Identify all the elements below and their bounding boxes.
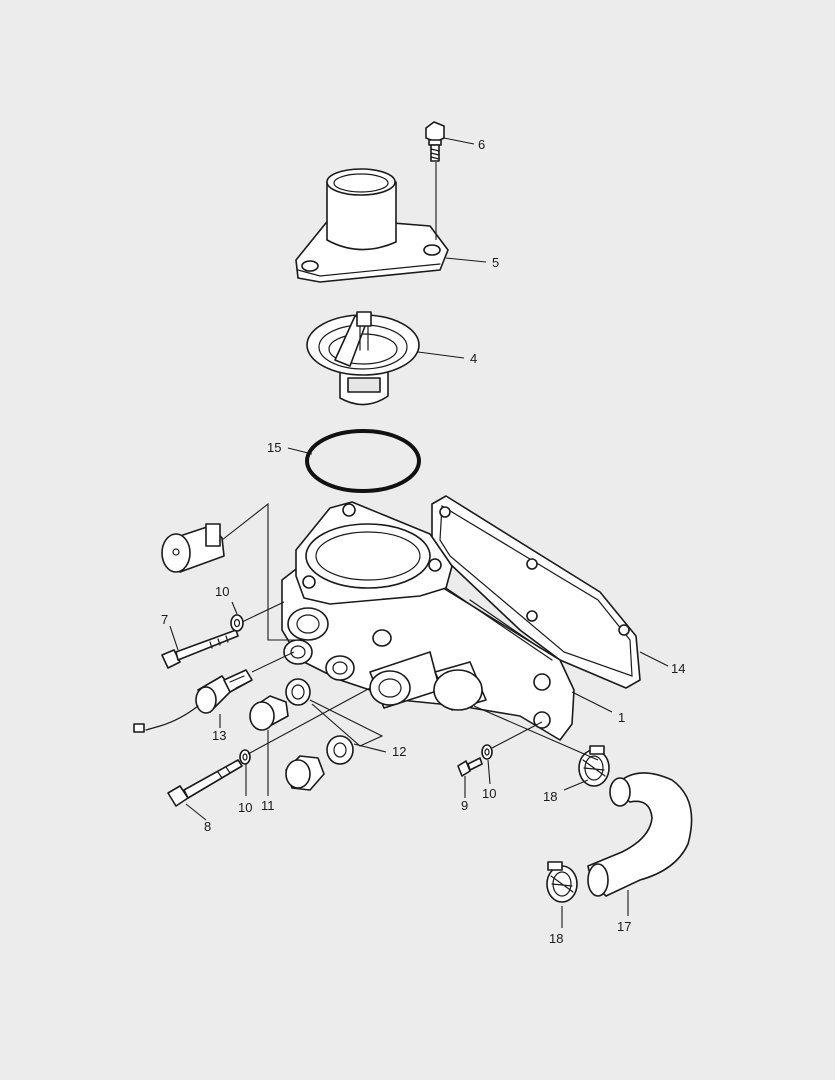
callout-1: 1 (618, 710, 625, 725)
callout-5: 5 (492, 255, 499, 270)
part-18-clamp-b (546, 861, 578, 903)
leader-lines (169, 137, 669, 928)
part-12-seal-ring-b (326, 735, 354, 765)
callout-14: 14 (671, 661, 685, 676)
part-6-bolt (425, 121, 445, 162)
part-17-hose (587, 772, 693, 897)
callout-18-upper: 18 (543, 789, 557, 804)
callout-12: 12 (392, 744, 406, 759)
callout-15: 15 (267, 440, 281, 455)
part-10-washer-b (481, 744, 493, 760)
part-10-washer-c (239, 749, 251, 765)
part-5-thermostat-cover (295, 168, 449, 283)
part-9-bolt (457, 757, 483, 777)
part-8-bolt (167, 759, 243, 807)
part-12-seal-ring-a (285, 678, 311, 706)
part-10-washer-a (230, 614, 244, 632)
callout-7: 7 (161, 612, 168, 627)
callout-10-lower: 10 (238, 800, 252, 815)
part-4-thermostat (306, 311, 420, 406)
callout-labels: 6 5 4 15 10 7 14 1 13 12 9 10 18 10 11 8… (161, 137, 685, 946)
part-12-hex-plug (285, 755, 325, 791)
callout-18-lower: 18 (549, 931, 563, 946)
callout-6: 6 (478, 137, 485, 152)
part-14-gasket (431, 495, 641, 689)
callout-8: 8 (204, 819, 211, 834)
part-1-housing (281, 501, 575, 741)
callout-13: 13 (212, 728, 226, 743)
callout-10-upper: 10 (215, 584, 229, 599)
callout-4: 4 (470, 351, 477, 366)
part-7-bolt (161, 629, 239, 669)
part-11-plug (249, 695, 289, 731)
callout-10-right: 10 (482, 786, 496, 801)
part-13-sensor (133, 669, 253, 733)
callout-17: 17 (617, 919, 631, 934)
plug-cap (161, 523, 225, 573)
part-15-o-ring (305, 429, 421, 493)
callout-11: 11 (261, 798, 275, 813)
part-18-clamp-a (578, 745, 610, 787)
callout-9: 9 (461, 798, 468, 813)
